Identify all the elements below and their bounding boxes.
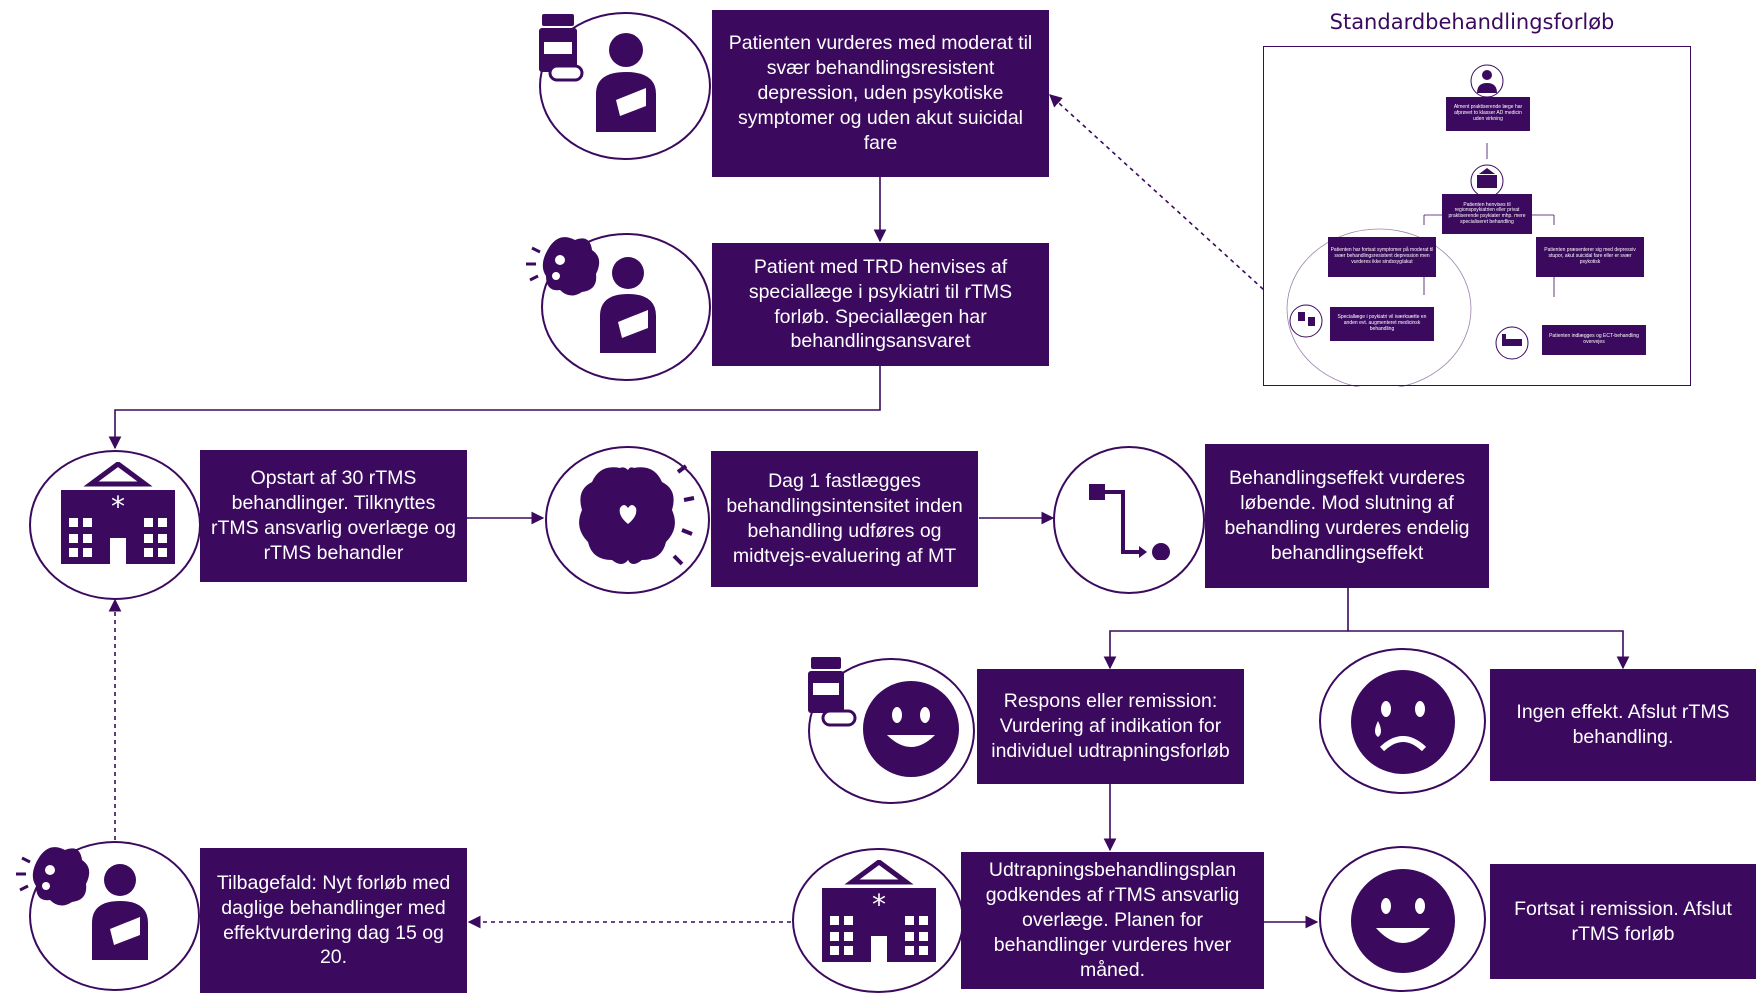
step-taper-plan: Udtrapningsbehandlingsplan godkendes af … <box>961 852 1264 989</box>
step-start: Opstart af 30 rTMS behandlinger. Tilknyt… <box>200 450 467 582</box>
arrow-referral-to-start <box>108 366 881 450</box>
reference-title: Standardbehandlingsforløb <box>1329 10 1615 34</box>
reference-ect: Patienten indlægges og ECT-behandling ov… <box>1542 325 1646 355</box>
path-icon <box>1089 484 1170 560</box>
patient-medicine-icon <box>539 14 656 132</box>
brain-heart-icon <box>579 464 695 566</box>
reference-severe: Patienten præsenterer sig med depressiv … <box>1536 237 1644 277</box>
svg-text:*: * <box>111 490 125 523</box>
smiley-medicine-icon <box>808 657 959 777</box>
sad-face-icon <box>1351 670 1455 774</box>
reference-referral: Patienten henvises til regionspsykiatrie… <box>1442 194 1532 234</box>
reference-moderate: Patienten har fortsat symptomer på moder… <box>1328 237 1436 277</box>
svg-text:*: * <box>872 888 886 921</box>
reference-panel: Alment praktiserende læge har afprøvet t… <box>1263 46 1691 387</box>
smiley-icon <box>1351 869 1455 973</box>
step-day1: Dag 1 fastlægges behandlingsintensitet i… <box>711 451 978 587</box>
arrow-effect-to-response <box>1103 588 1349 670</box>
step-no-effect: Ingen effekt. Afslut rTMS behandling. <box>1490 669 1756 781</box>
step-referral: Patient med TRD henvises af speciallæge … <box>712 243 1049 366</box>
patient-brain-icon <box>526 237 656 353</box>
reference-gp: Alment praktiserende læge har afprøvet t… <box>1446 97 1530 131</box>
patient-brain-icon <box>16 847 148 960</box>
step-assessment: Patienten vurderes med moderat til svær … <box>712 10 1049 177</box>
step-effect: Behandlingseffekt vurderes løbende. Mod … <box>1205 444 1489 588</box>
arrow-reference-to-assessment <box>1049 94 1276 301</box>
reference-augmented: Speciallæge i psykiatri vil iværksætte e… <box>1330 307 1434 341</box>
hospital-icon: * <box>61 462 175 564</box>
hospital-icon: * <box>822 860 936 962</box>
step-remission: Fortsat i remission. Afslut rTMS forløb <box>1490 864 1756 979</box>
path-circle <box>1053 446 1205 594</box>
step-response: Respons eller remission: Vurdering af in… <box>977 669 1244 784</box>
arrow-effect-to-no-effect <box>1348 630 1630 670</box>
step-relapse: Tilbagefald: Nyt forløb med daglige beha… <box>200 848 467 993</box>
reference-connectors <box>1286 64 1555 387</box>
